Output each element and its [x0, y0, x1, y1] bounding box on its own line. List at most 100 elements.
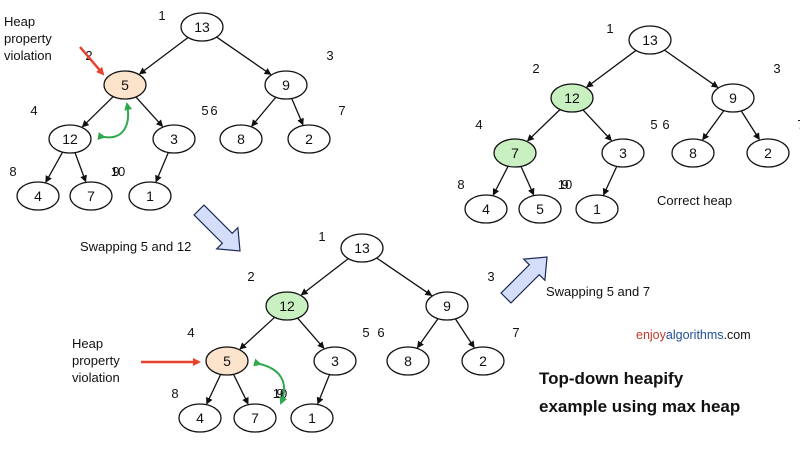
- heap-node: 35: [313, 325, 370, 376]
- heap-node: 27: [746, 117, 800, 168]
- tree-edge: [300, 258, 349, 296]
- heap-node-value: 4: [196, 410, 204, 426]
- heap-node-value: 9: [729, 90, 737, 106]
- heap-node-value: 12: [564, 90, 580, 106]
- heap-node-value: 13: [642, 32, 658, 48]
- tree-edge: [586, 49, 637, 88]
- heap-node-value: 8: [404, 353, 412, 369]
- heap-node: 12 2: [532, 61, 594, 113]
- heap-node-index: 1: [318, 229, 325, 244]
- heap-node-circle: [180, 12, 224, 42]
- heap-node: 86: [377, 325, 430, 376]
- heap-node-index: 5: [362, 325, 369, 340]
- heap-node: 59: [518, 177, 569, 224]
- heap-node-circle: [386, 346, 430, 376]
- heap-node-index: 5: [201, 103, 208, 118]
- heap-node: 48: [171, 386, 222, 433]
- heap-node-circle: [550, 83, 594, 113]
- heap-node-circle: [711, 83, 755, 113]
- heap-node: 35: [152, 103, 209, 154]
- heap-node-circle: [461, 346, 505, 376]
- tree-edge: [664, 49, 719, 88]
- heap-node: 48: [457, 177, 508, 224]
- tree-edge: [526, 109, 561, 142]
- heap-node-circle: [178, 403, 222, 433]
- violation-label-1-line1: Heap: [4, 14, 35, 29]
- tree-edge: [316, 374, 331, 405]
- heap-node-value: 9: [443, 298, 451, 314]
- heap-node-index: 8: [9, 164, 16, 179]
- heap-node-value: 13: [354, 240, 370, 256]
- heap-node-circle: [425, 291, 469, 321]
- tree-edge: [206, 374, 222, 405]
- tree-edge: [520, 166, 535, 196]
- swap-label-1: Swapping 5 and 12: [80, 239, 191, 254]
- tree-edge: [239, 316, 276, 350]
- heap-node: 35: [601, 117, 658, 168]
- heap-node: 124: [30, 103, 92, 154]
- heap-node-circle: [575, 194, 619, 224]
- tree-edge: [416, 318, 439, 349]
- heap-node-index: 2: [247, 269, 254, 284]
- violation-label-1-line2: property: [4, 31, 52, 46]
- heap-node-circle: [313, 346, 357, 376]
- heap-node-index: 7: [338, 103, 345, 118]
- heap-node-index: 3: [487, 269, 494, 284]
- tree-edge: [155, 152, 169, 183]
- heap-node-circle: [287, 124, 331, 154]
- heap-node-index: 9: [112, 164, 119, 179]
- heap-node-value: 2: [479, 353, 487, 369]
- heap-node: 86: [210, 103, 263, 154]
- heap-node-index: 5: [650, 117, 657, 132]
- heap-node-value: 9: [282, 77, 290, 93]
- heap-node-index: 2: [85, 48, 92, 63]
- brand-part-2: algorithms: [666, 328, 724, 342]
- violation-label-1-line3: violation: [4, 48, 52, 63]
- brand-part-1: enjoy: [636, 328, 667, 342]
- heap-node: 93: [425, 269, 495, 321]
- heap-node-value: 2: [305, 131, 313, 147]
- heap-node: 86: [662, 117, 715, 168]
- correct-heap-label: Correct heap: [657, 193, 732, 208]
- brand-part-3: .com: [724, 328, 751, 342]
- heap-node: 110: [273, 386, 334, 433]
- heap-node: 48: [9, 164, 60, 211]
- heap-node-value: 3: [619, 145, 627, 161]
- heap-node-index: 1: [606, 21, 613, 36]
- heap-node: 27: [461, 325, 520, 376]
- tree-edge: [45, 151, 64, 183]
- title-line-1: Top-down heapify: [539, 369, 684, 388]
- title-line-2: example using max heap: [539, 397, 740, 416]
- heap-node-value: 8: [237, 131, 245, 147]
- tree-edge: [740, 110, 760, 141]
- tree-edge: [582, 109, 612, 142]
- heap-node-circle: [264, 70, 308, 100]
- heap-node-index: 2: [532, 61, 539, 76]
- violation-label-2-line1: Heap: [72, 336, 103, 351]
- heap-node-value: 1: [593, 201, 601, 217]
- heap-node-circle: [628, 25, 672, 55]
- heap-node-index: 7: [797, 117, 800, 132]
- tree-edge: [74, 152, 87, 183]
- tree-edge: [376, 257, 433, 296]
- heap-node-index: 10: [558, 177, 572, 192]
- heap-node-value: 13: [194, 19, 210, 35]
- tree-edge: [702, 110, 725, 141]
- swap-label-2: Swapping 5 and 7: [546, 284, 650, 299]
- heap-node-circle: [746, 138, 790, 168]
- heap-node-value: 5: [121, 77, 129, 93]
- tree-edge: [216, 36, 272, 75]
- heap-node-index: 9: [561, 177, 568, 192]
- heap-node-index: 1: [158, 8, 165, 23]
- heap-node-circle: [601, 138, 645, 168]
- tree-edge: [135, 96, 164, 128]
- tree-edge: [297, 317, 325, 349]
- heap-node-value: 12: [279, 298, 295, 314]
- heap-node: 13 1: [158, 8, 224, 42]
- heap-node-circle: [518, 194, 562, 224]
- heap-node: 93: [264, 48, 334, 100]
- tree-edge: [492, 165, 509, 196]
- heap-node: 27: [287, 103, 346, 154]
